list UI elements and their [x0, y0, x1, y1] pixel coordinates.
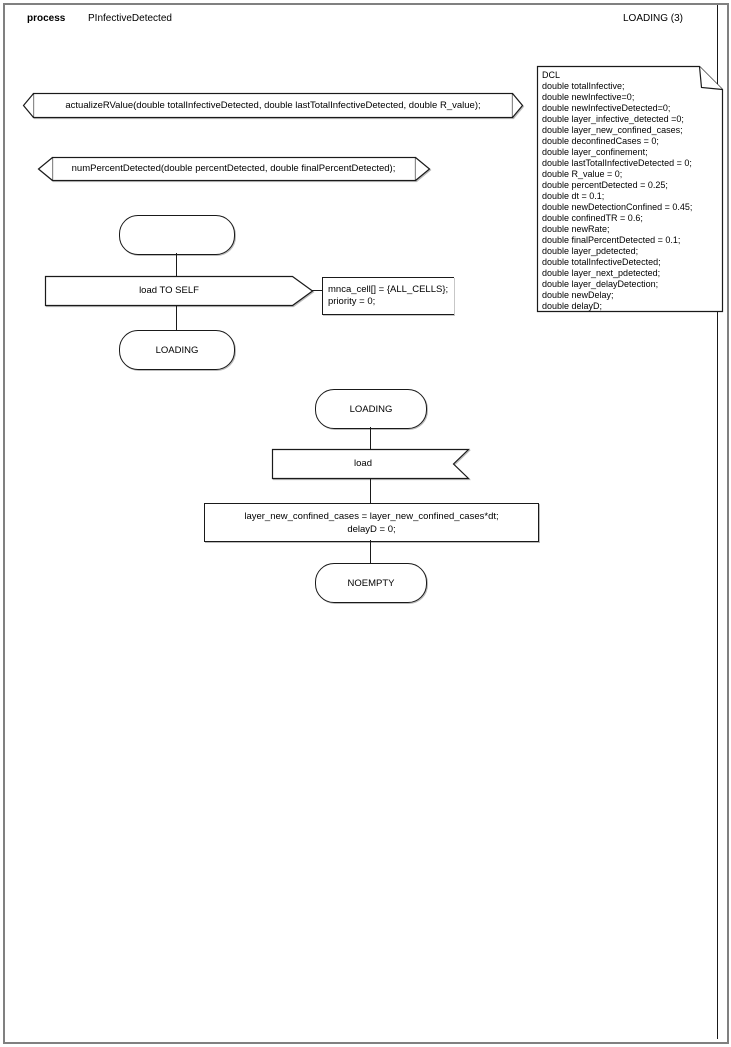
connector-input-to-task: [370, 479, 371, 503]
signal-label-actualize-rvalue: actualizeRValue(double totalInfectiveDet…: [65, 100, 481, 111]
dcl-line: double delayD;: [542, 301, 603, 311]
state-noempty: NOEMPTY: [315, 563, 427, 603]
dcl-line: double confinedTR = 0.6;: [542, 213, 643, 223]
connector-output-to-comment: [312, 290, 322, 291]
dcl-line: double layer_delayDetection;: [542, 279, 659, 289]
dcl-line: double layer_new_confined_cases;: [542, 125, 683, 135]
dcl-line: double newDelay;: [542, 290, 614, 300]
frame-right-edge-line: [717, 5, 718, 1039]
dcl-line: double layer_next_pdetected;: [542, 268, 661, 278]
connector-start-to-output: [176, 253, 177, 276]
signal-shape-actualize-rvalue: [22, 92, 524, 119]
dcl-line: double newDetectionConfined = 0.45;: [542, 202, 693, 212]
note-outline: [536, 65, 724, 313]
task-line-1: layer_new_confined_cases = layer_new_con…: [244, 510, 499, 522]
task-line-2: delayD = 0;: [347, 523, 396, 535]
dcl-line: double totalInfectiveDetected;: [542, 257, 661, 267]
start-symbol: [119, 215, 235, 255]
state-loading-1: LOADING: [119, 330, 235, 370]
signal-label-num-percent-detected: numPercentDetected(double percentDetecte…: [71, 163, 396, 174]
dcl-line: double dt = 0.1;: [542, 191, 605, 201]
signal-shape-num-percent-detected: [37, 156, 431, 182]
input-label-load: load: [354, 458, 372, 469]
dcl-line: double percentDetected = 0.25;: [542, 180, 668, 190]
dcl-line: DCL: [542, 70, 561, 80]
input-shape-load: [271, 448, 470, 480]
comment-line-2: priority = 0;: [328, 296, 376, 307]
process-name: PInfectiveDetected: [88, 13, 172, 24]
dcl-line: double layer_infective_detected =0;: [542, 114, 684, 124]
dcl-line: double newInfective=0;: [542, 92, 635, 102]
dcl-line: double deconfinedCases = 0;: [542, 136, 659, 146]
output-label-load-to-self: load TO SELF: [139, 285, 199, 296]
task-box: layer_new_confined_cases = layer_new_con…: [204, 503, 539, 542]
page-label: LOADING (3): [622, 13, 683, 24]
dcl-line: double lastTotalInfectiveDetected = 0;: [542, 158, 692, 168]
dcl-line: double totalInfective;: [542, 81, 625, 91]
comment-box: mnca_cell[] = {ALL_CELLS}; priority = 0;: [322, 277, 454, 315]
connector-output-to-state: [176, 306, 177, 330]
state-loading-2: LOADING: [315, 389, 427, 429]
dcl-line: double newInfectiveDetected=0;: [542, 103, 671, 113]
dcl-line: double finalPercentDetected = 0.1;: [542, 235, 681, 245]
dcl-line: double R_value = 0;: [542, 169, 623, 179]
output-shape-load-to-self: [44, 275, 314, 307]
process-kind-label: process: [27, 13, 66, 24]
comment-line-1: mnca_cell[] = {ALL_CELLS};: [328, 284, 449, 295]
connector-state-to-input: [370, 427, 371, 449]
dcl-line: double newRate;: [542, 224, 610, 234]
connector-task-to-state: [370, 540, 371, 563]
dcl-line: double layer_pdetected;: [542, 246, 639, 256]
dcl-line: double layer_confinement;: [542, 147, 648, 157]
